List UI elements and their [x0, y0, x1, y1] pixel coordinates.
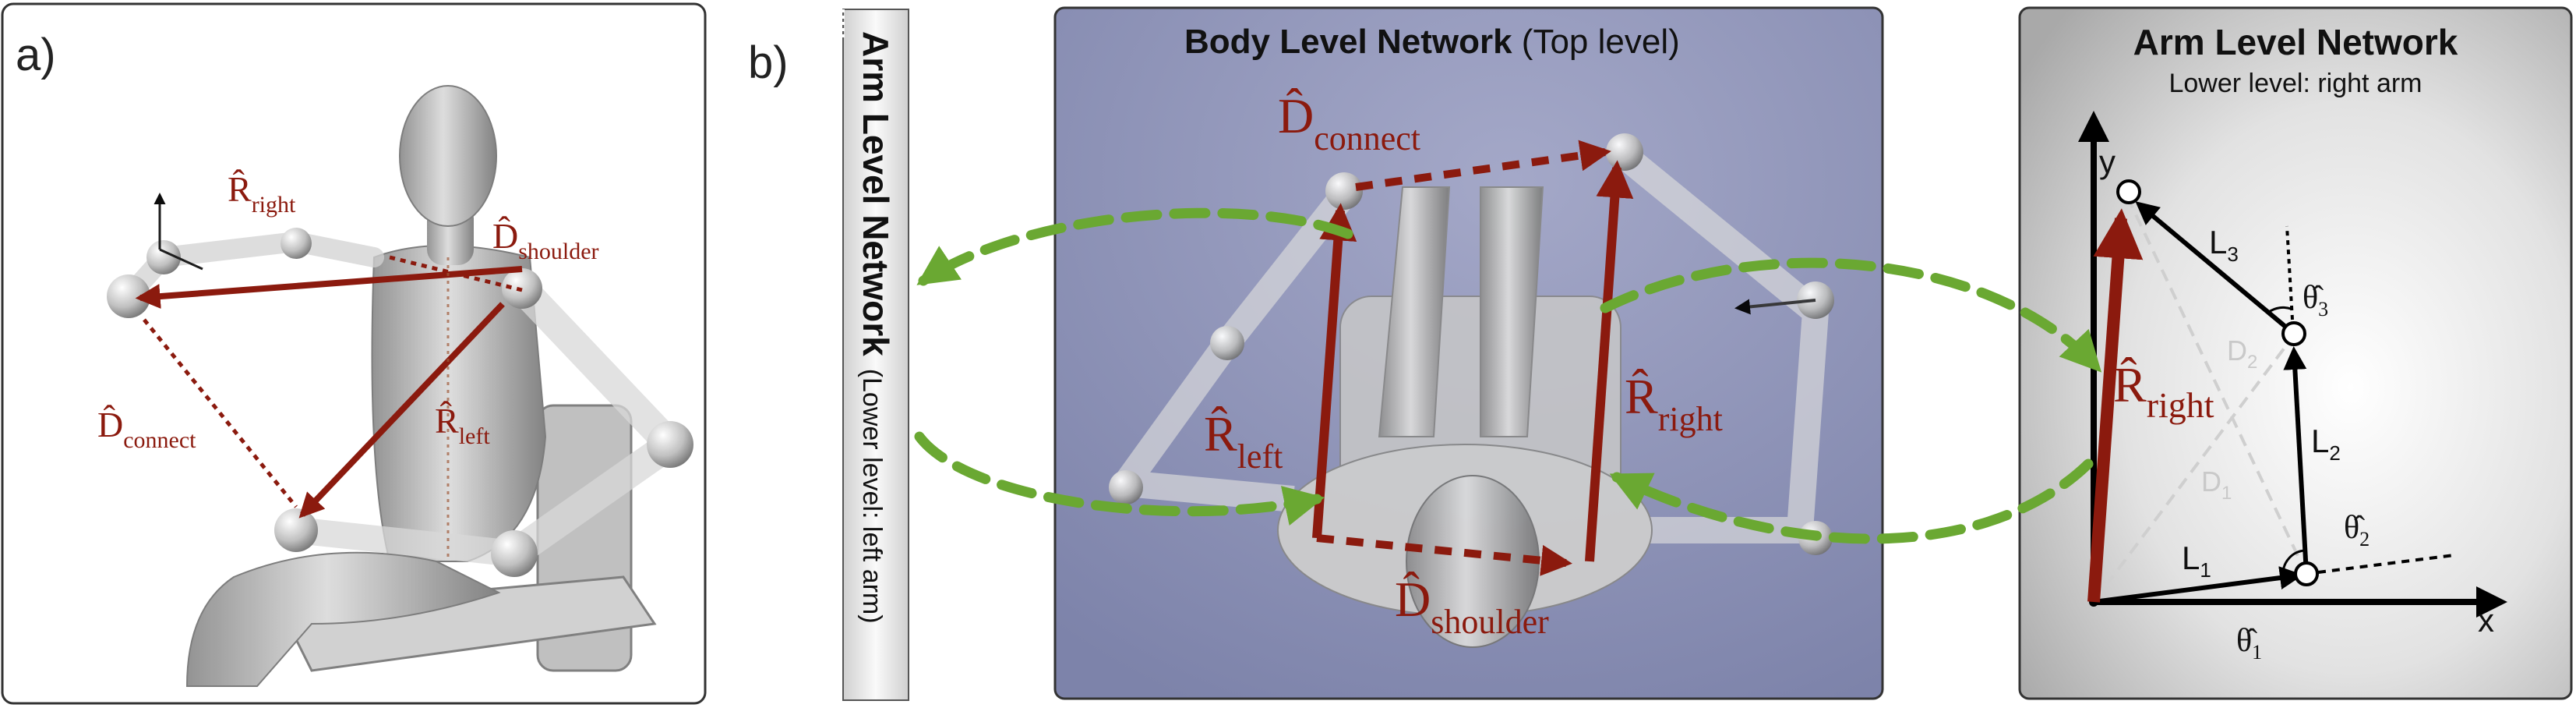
axis-indicator-2 [159, 248, 203, 271]
joint-topdown-rh [1606, 133, 1643, 171]
label-D2: D2 [2227, 335, 2257, 373]
D2-line [2092, 334, 2295, 604]
arm-panel-title: Arm Level Network [2133, 22, 2458, 62]
label-L3: L3 [2209, 224, 2239, 266]
body-level-network-panel: Body Level Network (Top level) [1053, 6, 1884, 700]
vector-r-left-topdown [1312, 203, 1357, 539]
label-L2: L2 [2311, 423, 2341, 465]
panel-a-label: a) [16, 30, 56, 80]
vector-r-right-topdown [1585, 160, 1634, 562]
joint-hand [2116, 179, 2141, 204]
mannequin-seated-illustration [107, 85, 693, 687]
left-hand-topdown [1378, 186, 1451, 437]
L2-extension [2285, 225, 2294, 320]
left-upper-arm-link [118, 231, 384, 306]
green-connectors [914, 207, 2102, 544]
right-arm-network-panel: Arm Level Network Lower level: right arm… [2018, 6, 2573, 700]
vector-r-right-arm [2087, 208, 2144, 603]
joint-left-hand [274, 508, 318, 552]
panel-a: a) [1, 2, 707, 705]
joint-left-elbow [146, 240, 181, 274]
axis-x-label: x [2478, 602, 2494, 639]
link-L1 [2093, 566, 2303, 604]
label-D1: D1 [2201, 466, 2232, 504]
left-arm-network-strip: Arm Level Network(Lower level: left arm) [842, 9, 909, 701]
mannequin-head [399, 85, 497, 227]
theta2-arc [2281, 549, 2306, 575]
label-d-connect: D̂connect [97, 404, 196, 453]
vector-r-left [298, 302, 505, 519]
label-d-shoulder: D̂shoulder [492, 215, 599, 264]
joint-left-shoulder [281, 228, 312, 259]
label-r-left: R̂left [435, 400, 490, 449]
panel-b: b) Arm Level Network(Lower level: left a… [748, 6, 2573, 701]
joint-wrist [2281, 321, 2306, 346]
label-L1: L1 [2182, 540, 2211, 582]
joint-topdown-lh [1325, 172, 1363, 210]
right-arm-linkage-topdown [1605, 145, 1829, 543]
vector-d-shoulder [389, 255, 523, 292]
joint-topdown-le [1210, 326, 1244, 360]
joint-topdown-ls [1109, 470, 1143, 504]
label-r-right-arm: R̂right [2113, 356, 2214, 425]
left-strip-text: Arm Level Network(Lower level: left arm) [856, 31, 896, 624]
connector-body-to-left-bottom [914, 431, 1325, 526]
right-hand-topdown [1480, 186, 1544, 437]
connector-body-to-right-top [1600, 257, 2102, 373]
right-upper-arm-link [507, 274, 685, 459]
axis-indicator-topdown [1734, 299, 1816, 315]
left-arm-linkage-topdown [1113, 186, 1355, 512]
label-r-right-topdown: R̂right [1625, 368, 1723, 438]
left-forearm-link [283, 517, 528, 567]
label-r-right: R̂right [228, 168, 296, 218]
right-forearm-link [499, 430, 685, 568]
label-d-connect-topdown: D̂connect [1278, 87, 1420, 158]
connector-body-to-right-bottom [1609, 458, 2094, 544]
label-d-shoulder-topdown: D̂shoulder [1395, 571, 1549, 641]
D1-line [2126, 196, 2308, 575]
panel-b-label: b) [748, 37, 789, 88]
mannequin-legs [185, 551, 501, 687]
left-strip-frame [842, 9, 909, 701]
axis-y-label: y [2099, 143, 2115, 180]
theta3-arc [2268, 306, 2292, 313]
joint-right-elbow [647, 421, 693, 468]
vector-d-connect-topdown [1355, 140, 1611, 191]
L1-extension [2317, 554, 2455, 574]
vector-d-shoulder-topdown [1316, 534, 1572, 576]
vector-d-connect [143, 318, 298, 508]
joint-right-hand [491, 530, 538, 577]
arm-panel-subtitle: Lower level: right arm [2168, 69, 2422, 98]
body-panel-title: Body Level Network (Top level) [1184, 23, 1680, 61]
connector-body-to-left-top [916, 207, 1353, 286]
joint-elbow [2294, 561, 2319, 586]
link-L2 [2283, 346, 2309, 575]
link-L3 [2135, 201, 2295, 336]
label-r-left-topdown: R̂left [1204, 405, 1283, 476]
